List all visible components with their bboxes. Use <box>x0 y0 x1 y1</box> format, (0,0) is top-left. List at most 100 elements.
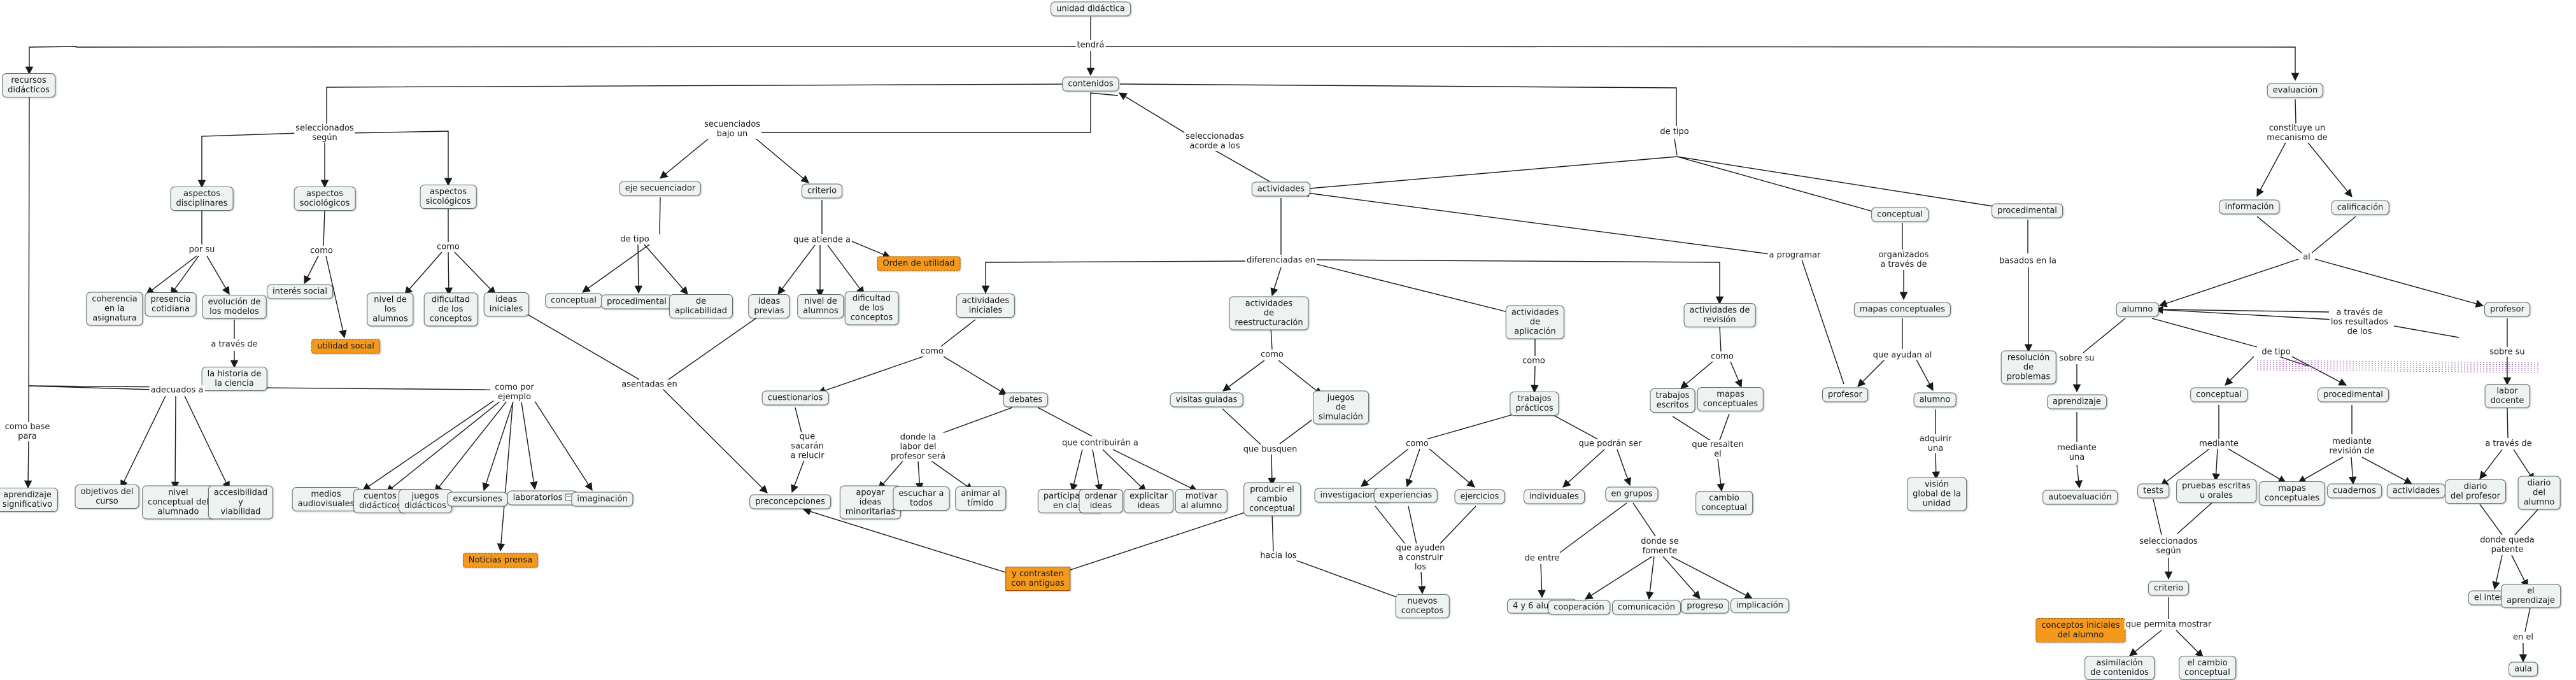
concept-asp-sic[interactable]: aspectos sicológicos <box>420 185 477 209</box>
concept-dificultad-conceptos-crit[interactable]: dificultad de los conceptos <box>844 291 899 325</box>
concept-cooperacion[interactable]: cooperación <box>1548 600 1610 615</box>
concept-conceptual-eval[interactable]: conceptual <box>2190 387 2247 402</box>
concept-eje-secuenciador[interactable]: eje secuenciador <box>619 181 702 196</box>
concept-mapas-conceptuales-eval[interactable]: mapas conceptuales <box>2258 481 2326 506</box>
concept-profesor-mapas[interactable]: profesor <box>1822 387 1868 402</box>
concept-laboratorios[interactable]: laboratorios <box>507 490 578 506</box>
concept-historia-ciencia[interactable]: la historia de la ciencia <box>201 367 267 391</box>
concept-trabajos-escritos[interactable]: trabajos escritos <box>1650 388 1695 413</box>
concept-pruebas-escritas[interactable]: pruebas escritas u orales <box>2176 479 2256 503</box>
concept-en-grupos[interactable]: en grupos <box>1605 486 1659 502</box>
concept-ideas-previas[interactable]: ideas previas <box>748 294 790 318</box>
concept-label: el cambio conceptual <box>2184 658 2230 677</box>
concept-investigaciones[interactable]: investigaciones <box>1314 488 1391 503</box>
concept-informacion[interactable]: información <box>2219 199 2280 215</box>
concept-individuales[interactable]: individuales <box>1524 489 1585 504</box>
concept-excursiones[interactable]: excursiones <box>447 492 508 507</box>
concept-producir-cambio[interactable]: producir el cambio conceptual <box>1243 482 1301 516</box>
concept-tests[interactable]: tests <box>2137 483 2169 499</box>
concept-act-iniciales[interactable]: actividades iniciales <box>956 294 1016 318</box>
concept-ejercicios[interactable]: ejercicios <box>1454 489 1505 504</box>
concept-asp-soc[interactable]: aspectos sociológicos <box>294 187 356 211</box>
concept-juegos-simulacion[interactable]: juegos de simulación <box>1313 390 1369 425</box>
concept-label: aspectos sicológicos <box>425 187 471 206</box>
concept-alumno-mapas[interactable]: alumno <box>1913 392 1957 407</box>
concept-cambio-conceptual-rev[interactable]: cambio conceptual <box>1695 491 1753 515</box>
concept-vision-global[interactable]: visión global de la unidad <box>1907 477 1967 511</box>
concept-aplicabilidad[interactable]: de aplicabilidad <box>669 294 733 318</box>
concept-cuentos[interactable]: cuentos didácticos <box>353 489 407 513</box>
concept-dificultad-conceptos-sic[interactable]: dificultad de los conceptos <box>423 292 478 327</box>
concept-noticias-prensa[interactable]: Noticias prensa <box>462 553 539 568</box>
concept-presencia[interactable]: presencia cotidiana <box>145 292 197 316</box>
concept-visitas-guiadas[interactable]: visitas guiadas <box>1170 392 1243 407</box>
concept-criterio-sec[interactable]: criterio <box>801 183 843 199</box>
concept-act-reestructuracion[interactable]: actividades de reestructuración <box>1229 296 1309 330</box>
concept-asimilacion[interactable]: asimilación de contenidos <box>2084 656 2155 680</box>
concept-preconcepciones[interactable]: preconcepciones <box>749 494 831 509</box>
concept-cuestionarios[interactable]: cuestionarios <box>761 390 829 406</box>
concept-mapas-conceptuales-rev[interactable]: mapas conceptuales <box>1697 387 1764 411</box>
concept-conceptual-eje[interactable]: conceptual <box>545 293 602 308</box>
concept-juegos-didacticos[interactable]: juegos didácticos <box>399 489 452 513</box>
concept-cambio-conceptual-eval[interactable]: el cambio conceptual <box>2179 656 2236 680</box>
concept-aprendizaje-significativo[interactable]: aprendizaje significativo <box>0 488 59 512</box>
concept-medios-audiovisuales[interactable]: medios audiovisuales <box>292 487 360 511</box>
concept-progreso[interactable]: progreso <box>1681 599 1729 614</box>
concept-recursos[interactable]: recursos didácticos <box>2 73 55 97</box>
concept-diario-alumno[interactable]: diario del alumno <box>2517 476 2561 510</box>
concept-explicitar-ideas[interactable]: explicitar ideas <box>1123 489 1174 513</box>
concept-unidad[interactable]: unidad didáctica <box>1051 1 1131 17</box>
concept-experiencias[interactable]: experiencias <box>1373 488 1438 503</box>
concept-nivel-alumnos-crit[interactable]: nivel de alumnos <box>797 294 844 318</box>
concept-autoevaluacion[interactable]: autoevaluación <box>2042 490 2118 505</box>
concept-contenidos[interactable]: contenidos <box>1062 76 1119 92</box>
concept-objetivos-curso[interactable]: objetivos del curso <box>74 485 139 509</box>
concept-actividades[interactable]: actividades <box>1251 181 1311 197</box>
concept-orden-utilidad[interactable]: Orden de utilidad <box>877 256 961 271</box>
concept-label: animar al tímido <box>961 489 1000 508</box>
concept-el-aprendizaje[interactable]: el aprendizaje <box>2501 584 2561 608</box>
concept-nivel-alumnos-sic[interactable]: nivel de los alumnos <box>367 292 414 327</box>
concept-cuadernos[interactable]: cuadernos <box>2327 483 2382 499</box>
concept-criterio-eval[interactable]: criterio <box>2148 581 2190 596</box>
concept-contrasten[interactable]: y contrasten con antiguas <box>1005 567 1070 591</box>
concept-nivel-conceptual[interactable]: nivel conceptual del alumnado <box>142 485 215 520</box>
concept-implicacion[interactable]: implicación <box>1730 598 1789 613</box>
concept-animar-timido[interactable]: animar al tímido <box>955 486 1006 511</box>
concept-mapas-conceptuales-top[interactable]: mapas conceptuales <box>1853 302 1951 317</box>
concept-procedimental-eje[interactable]: procedimental <box>601 294 672 309</box>
concept-ordenar-ideas[interactable]: ordenar ideas <box>1079 489 1123 513</box>
concept-comunicacion[interactable]: comunicación <box>1612 600 1681 615</box>
concept-conceptual-act[interactable]: conceptual <box>1871 207 1928 222</box>
concept-debates[interactable]: debates <box>1003 392 1049 407</box>
concept-accesibilidad[interactable]: accesibilidad y viabilidad <box>208 485 274 520</box>
concept-imaginacion[interactable]: imaginación <box>571 492 633 507</box>
concept-coherencia[interactable]: coherencia en la asignatura <box>86 292 143 326</box>
concept-ideas-iniciales-n[interactable]: ideas iniciales <box>483 292 529 316</box>
concept-resolucion-problemas[interactable]: resolución de problemas <box>2000 350 2056 385</box>
concept-act-aplicacion[interactable]: actividades de aplicación <box>1505 305 1565 339</box>
concept-aula[interactable]: aula <box>2509 662 2538 677</box>
concept-actividades-eval[interactable]: actividades <box>2386 483 2446 499</box>
concept-trabajos-practicos[interactable]: trabajos prácticos <box>1510 392 1559 416</box>
concept-conceptos-iniciales-alumno[interactable]: conceptos iniciales del alumno <box>2035 618 2126 642</box>
concept-asp-disc[interactable]: aspectos disciplinares <box>170 187 234 211</box>
concept-diario-profesor[interactable]: diario del profesor <box>2445 479 2506 504</box>
concept-labor-docente[interactable]: labor docente <box>2484 384 2530 408</box>
concept-evaluacion[interactable]: evaluación <box>2267 83 2324 98</box>
concept-profesor-eval[interactable]: profesor <box>2484 302 2530 317</box>
concept-procedimental-act[interactable]: procedimental <box>1992 203 2063 218</box>
concept-motivar-alumno[interactable]: motivar al alumno <box>1175 489 1228 513</box>
concept-aprendizaje[interactable]: aprendizaje <box>2047 394 2107 409</box>
concept-apoyar-ideas[interactable]: apoyar ideas minoritarias <box>839 485 902 520</box>
concept-utilidad-social[interactable]: utilidad social <box>311 339 380 354</box>
concept-alumno-eval[interactable]: alumno <box>2116 302 2159 317</box>
concept-nuevos-conceptos[interactable]: nuevos conceptos <box>1395 594 1450 618</box>
concept-escuchar-todos[interactable]: escuchar a todos <box>893 486 950 511</box>
concept-calificacion[interactable]: calificación <box>2331 200 2389 215</box>
concept-evolucion-modelos[interactable]: evolución de los modelos <box>202 295 267 319</box>
concept-interes-social[interactable]: interés social <box>267 284 333 299</box>
concept-act-revision[interactable]: actividades de revisión <box>1683 303 1756 327</box>
concept-procedimental-eval[interactable]: procedimental <box>2318 387 2389 402</box>
